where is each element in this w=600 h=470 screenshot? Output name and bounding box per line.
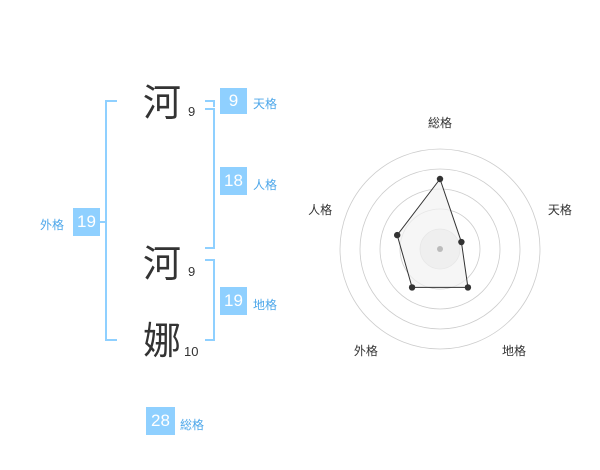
radar-point-2 (458, 238, 465, 246)
radar-center-dot (437, 246, 443, 252)
radar-axis-label-2: 天格 (548, 202, 572, 217)
jinkaku-bracket (205, 108, 215, 249)
gaikaku-score: 19 (73, 208, 100, 236)
stroke-count-2: 9 (188, 264, 196, 279)
jinkaku-label: 人格 (253, 178, 278, 192)
radar-grid-ring (359, 168, 521, 330)
name-char-1: 河 (143, 81, 182, 125)
radar-axis-label-3: 地格 (502, 343, 526, 358)
radar-axis-label-4: 外格 (354, 343, 378, 358)
stroke-count-1: 9 (188, 104, 196, 119)
radar-point-4 (408, 284, 416, 291)
radar-axis-label-1: 総格 (428, 115, 452, 130)
radar-point-3 (464, 284, 472, 291)
chikaku-bracket (205, 259, 215, 341)
radar-series-polygon (396, 177, 469, 288)
radar-grid-ring (339, 148, 541, 350)
soukaku-score: 28 (146, 407, 175, 435)
soukaku-label: 総格 (180, 418, 205, 432)
jinkaku-score: 18 (220, 167, 247, 195)
stroke-count-3: 10 (184, 344, 199, 359)
radar-axis-label-5: 人格 (308, 202, 332, 217)
tenkaku-label: 天格 (253, 97, 278, 111)
name-char-3: 娜 (143, 319, 182, 363)
gaikaku-label: 外格 (40, 218, 65, 232)
name-char-2: 河 (143, 242, 182, 286)
chikaku-score: 19 (220, 287, 247, 315)
gaikaku-bracket (105, 100, 117, 341)
radar-point-5 (394, 231, 401, 239)
radar-points (394, 175, 472, 291)
tenkaku-bracket (205, 100, 215, 107)
tenkaku-score: 9 (220, 88, 247, 114)
radar-point-1 (436, 175, 444, 183)
radar-area (396, 177, 469, 288)
chikaku-label: 地格 (253, 298, 278, 312)
